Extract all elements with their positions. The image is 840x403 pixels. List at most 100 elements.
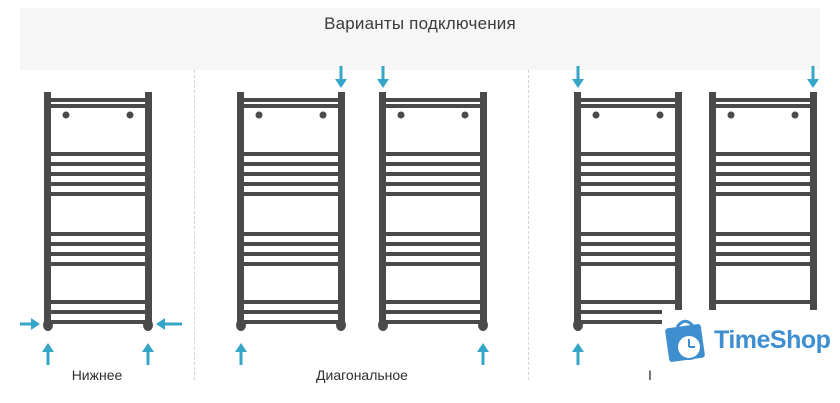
- rail-crossbar: [383, 252, 483, 256]
- rail-crossbar: [241, 192, 341, 196]
- label-diagonal-connection: Диагональное: [316, 367, 408, 383]
- flow-arrow-side: [31, 318, 40, 330]
- rail-crossbar: [241, 252, 341, 256]
- rail-crossbar: [241, 162, 341, 166]
- valve-nub: [336, 319, 346, 331]
- stopwatch-bag-icon: [665, 319, 705, 362]
- logo-text: TimeShop: [714, 326, 831, 354]
- mount-dot: [727, 111, 735, 119]
- rail-post: [44, 92, 51, 329]
- rail-crossbar: [383, 310, 483, 314]
- rail-crossbar: [241, 104, 341, 108]
- rail-post: [480, 92, 487, 329]
- rail-crossbar: [383, 104, 483, 108]
- rail-crossbar: [48, 104, 148, 108]
- rail-post: [810, 92, 817, 329]
- rail-crossbar: [48, 252, 148, 256]
- rail-crossbar: [241, 98, 341, 102]
- rail-crossbar: [48, 310, 148, 314]
- rail-crossbar: [48, 182, 148, 186]
- rail-crossbar: [383, 232, 483, 236]
- rail-crossbar: [578, 182, 678, 186]
- rail-crossbar: [383, 242, 483, 246]
- rail-crossbar: [578, 242, 678, 246]
- section-divider: [528, 70, 529, 380]
- rail-post: [574, 92, 581, 329]
- rail-crossbar: [241, 172, 341, 176]
- towel-rail-diagonal-2: [377, 66, 489, 365]
- timeshop-logo: TimeShop: [662, 310, 832, 370]
- rail-crossbar: [241, 310, 341, 314]
- rail-crossbar: [713, 252, 813, 256]
- rail-crossbar: [241, 152, 341, 156]
- mount-dot: [656, 111, 664, 119]
- flow-arrow-up: [142, 343, 154, 352]
- rail-crossbar: [48, 162, 148, 166]
- valve-nub: [143, 319, 153, 331]
- rail-crossbar: [48, 172, 148, 176]
- rail-crossbar: [578, 192, 678, 196]
- rail-post: [338, 92, 345, 329]
- rail-crossbar: [578, 104, 678, 108]
- mount-dot: [397, 111, 405, 119]
- rail-crossbar: [578, 172, 678, 176]
- label-bottom-connection: Нижнее: [71, 367, 123, 383]
- flow-arrow-side: [156, 318, 165, 330]
- rail-crossbar: [48, 262, 148, 266]
- rail-post: [145, 92, 152, 329]
- mount-dot: [62, 111, 70, 119]
- rail-crossbar: [48, 152, 148, 156]
- rail-crossbar: [713, 182, 813, 186]
- flow-arrow-up: [572, 343, 584, 352]
- rail-post: [709, 92, 716, 329]
- rail-crossbar: [578, 262, 678, 266]
- rail-crossbar: [713, 98, 813, 102]
- rail-crossbar: [241, 242, 341, 246]
- rail-crossbar: [578, 162, 678, 166]
- mount-dot: [461, 111, 469, 119]
- rail-crossbar: [713, 192, 813, 196]
- rail-crossbar: [48, 300, 148, 304]
- flow-arrow-up: [42, 343, 54, 352]
- rail-crossbar: [713, 242, 813, 246]
- header-band: [20, 8, 820, 70]
- rail-crossbar: [383, 320, 483, 324]
- towel-rail-side-2: [708, 66, 819, 331]
- rail-crossbar: [383, 300, 483, 304]
- valve-nub: [478, 319, 488, 331]
- flow-arrow-up: [235, 343, 247, 352]
- rail-crossbar: [578, 310, 678, 314]
- flow-arrow-up: [477, 343, 489, 352]
- rail-crossbar: [241, 300, 341, 304]
- flow-arrow-down: [807, 79, 819, 88]
- rail-post: [675, 92, 682, 329]
- rail-post: [237, 92, 244, 329]
- section-divider: [194, 70, 195, 380]
- valve-nub: [573, 319, 583, 331]
- mount-dot: [126, 111, 134, 119]
- mount-dot: [319, 111, 327, 119]
- rail-crossbar: [713, 152, 813, 156]
- towel-rail-side-1: [572, 66, 683, 365]
- mount-dot: [592, 111, 600, 119]
- rail-crossbar: [241, 182, 341, 186]
- rail-crossbar: [713, 300, 813, 304]
- rail-crossbar: [241, 232, 341, 236]
- rail-crossbar: [383, 262, 483, 266]
- rail-crossbar: [48, 320, 148, 324]
- flow-arrow-down: [572, 79, 584, 88]
- rail-crossbar: [48, 192, 148, 196]
- rail-crossbar: [713, 232, 813, 236]
- valve-nub: [378, 319, 388, 331]
- rail-crossbar: [383, 152, 483, 156]
- rail-crossbar: [578, 98, 678, 102]
- rail-crossbar: [578, 320, 678, 324]
- rail-post: [379, 92, 386, 329]
- label-side-connection: I: [648, 367, 652, 383]
- towel-rail-diagonal-1: [235, 66, 347, 365]
- mount-dot: [791, 111, 799, 119]
- rail-crossbar: [578, 300, 678, 304]
- valve-nub: [43, 319, 53, 331]
- mount-dot: [255, 111, 263, 119]
